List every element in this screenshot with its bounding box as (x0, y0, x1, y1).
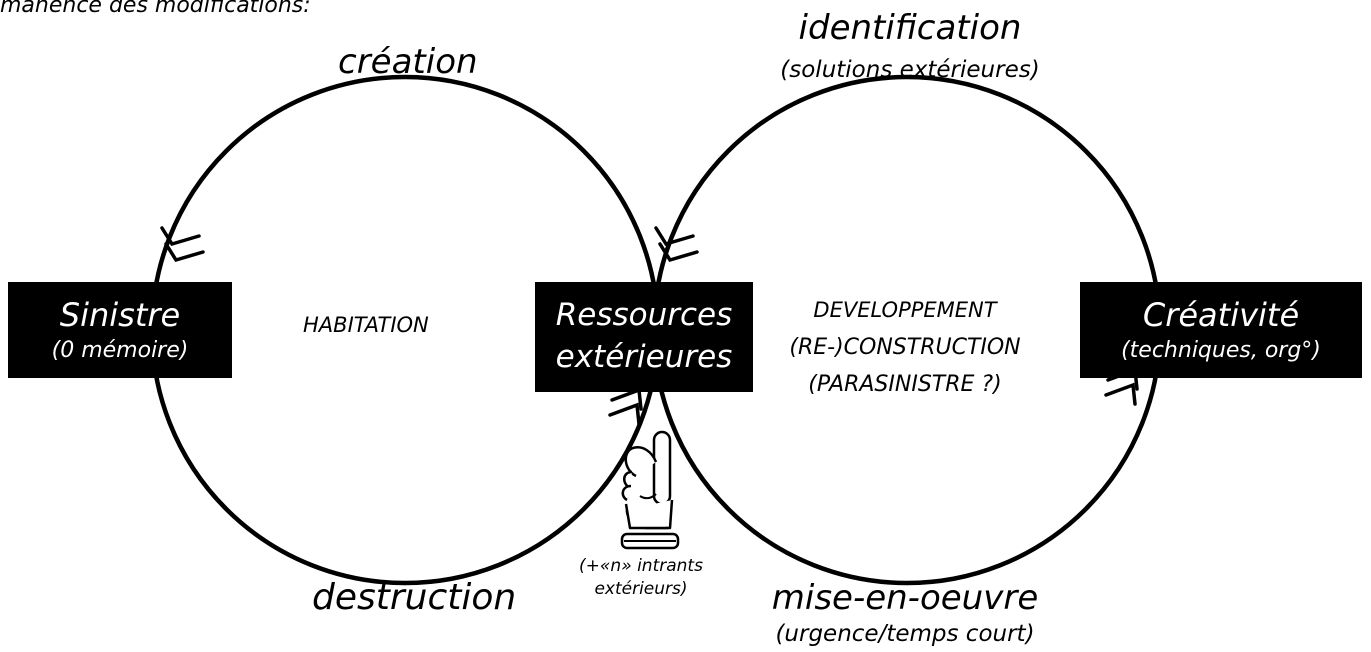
mise-en-oeuvre-sublabel: (urgence/temps court) (775, 621, 1035, 647)
node-ressources: Ressources extérieures (535, 282, 753, 392)
reconstruction-label: (RE-)CONSTRUCTION (789, 335, 1021, 360)
node-sinistre-title: Sinistre (59, 295, 181, 334)
pointing-hand-icon (620, 430, 680, 550)
development-label: DEVELOPPEMENT (813, 298, 997, 322)
inputs-note-line1: (+«n» intrants (579, 556, 703, 576)
node-sinistre-subtitle: (0 mémoire) (51, 337, 189, 363)
parasinistre-label: (PARASINISTRE ?) (808, 372, 1002, 397)
header-fragment: manence des modifications: (0, 0, 311, 18)
arrow-left-cycle-left-icon (160, 226, 205, 263)
destruction-label: destruction (312, 577, 517, 618)
identification-label: identification (798, 8, 1022, 48)
node-creativite-subtitle: (techniques, org°) (1121, 337, 1321, 363)
arrow-left-cycle-right-icon (608, 387, 643, 426)
habitation-label: HABITATION (303, 313, 429, 337)
node-ressources-line1: Ressources (555, 297, 733, 334)
mise-en-oeuvre-label: mise-en-oeuvre (771, 578, 1039, 618)
creation-label: création (338, 42, 478, 82)
node-creativite: Créativité (techniques, org°) (1080, 282, 1362, 378)
inputs-note-line2: extérieurs) (594, 579, 688, 599)
node-creativite-title: Créativité (1142, 295, 1300, 334)
arrow-right-cycle-left-icon (654, 226, 699, 263)
node-sinistre: Sinistre (0 mémoire) (8, 282, 232, 378)
identification-sublabel: (solutions extérieures) (780, 57, 1040, 83)
node-ressources-line2: extérieures (555, 339, 733, 375)
